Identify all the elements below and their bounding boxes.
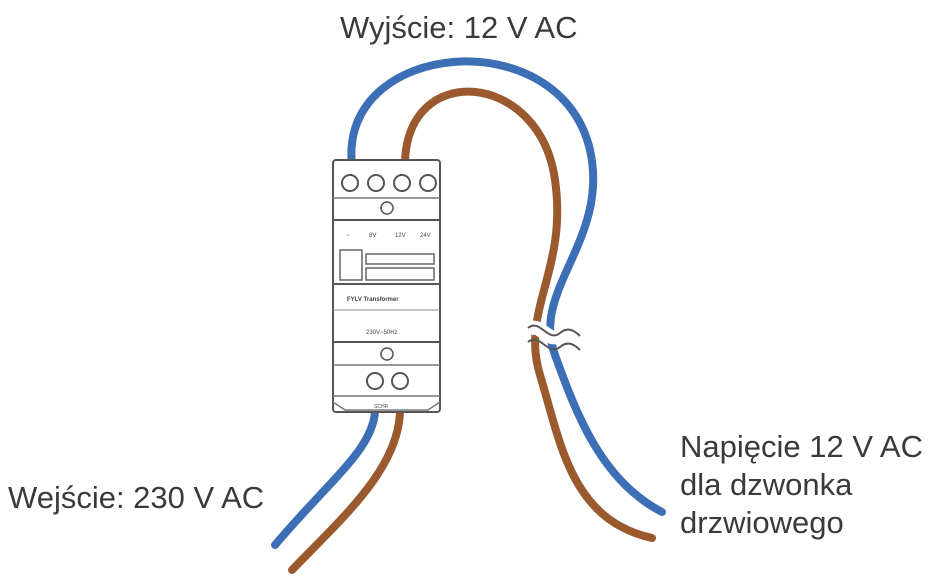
top-terminals xyxy=(341,174,437,192)
device-bottom-text: SCHR xyxy=(374,404,389,410)
bottom-screw-icon xyxy=(380,347,394,361)
terminal-label-2: 8V xyxy=(369,233,376,239)
device-rating: 230V~50Hz xyxy=(366,330,398,336)
device-nameplate: FYLV Transformer xyxy=(347,297,399,303)
transformer-device: ~ 8V 12V 24V FYLV Transformer 230V~50Hz … xyxy=(332,159,441,413)
input-wire-blue xyxy=(271,408,379,549)
input-voltage-label: Wejście: 230 V AC xyxy=(8,480,265,515)
cable-break-line-2 xyxy=(527,338,581,351)
cable-break-line-1 xyxy=(527,324,581,337)
doorbell-label-line-3: drzwiowego xyxy=(680,505,844,540)
terminal-label-1: ~ xyxy=(346,233,350,239)
doorbell-voltage-label: Napięcie 12 V AC dla dzwonka drzwiowego xyxy=(680,428,923,542)
cable-break-symbol xyxy=(523,320,585,345)
output-voltage-label: Wyjście: 12 V AC xyxy=(340,10,578,45)
terminal-label-3: 12V xyxy=(395,233,406,239)
output-wire-blue xyxy=(347,57,666,516)
output-wire-brown xyxy=(401,87,656,542)
bottom-terminals xyxy=(366,372,409,390)
input-wire-brown xyxy=(288,408,404,574)
terminal-label-4: 24V xyxy=(420,233,431,239)
doorbell-label-line-1: Napięcie 12 V AC xyxy=(680,429,923,464)
doorbell-label-line-2: dla dzwonka xyxy=(680,467,853,502)
top-screw-icon xyxy=(380,201,394,215)
